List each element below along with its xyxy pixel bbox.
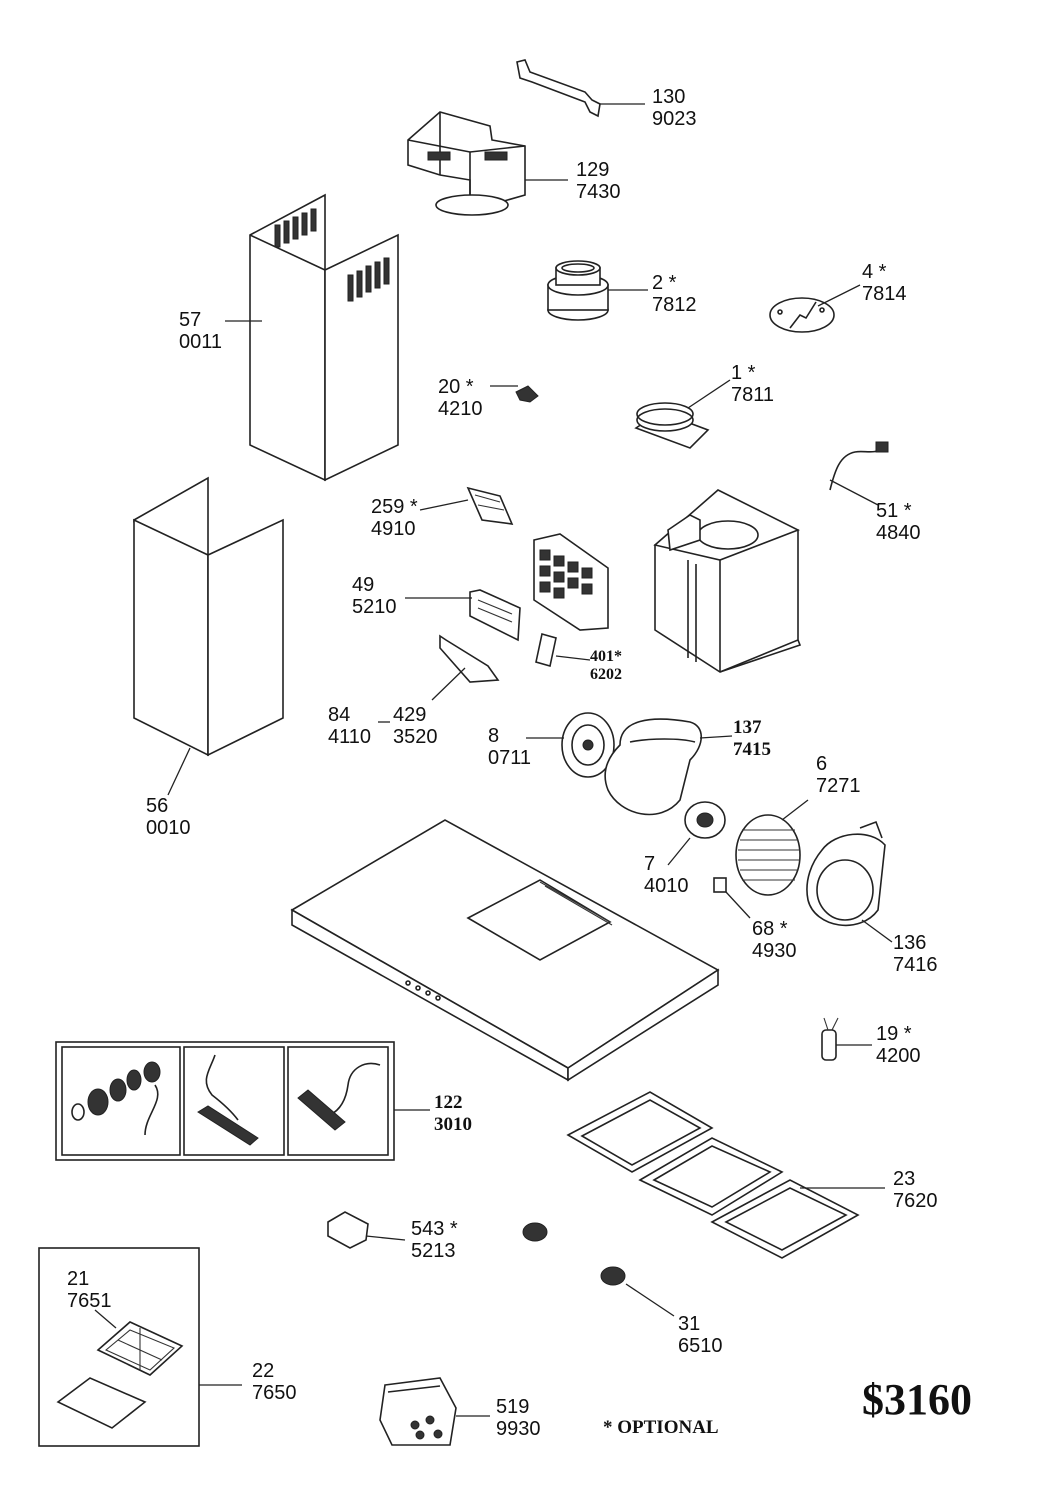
part-19-capacitor	[821, 1017, 872, 1061]
part-6-blower-wheel	[735, 799, 809, 896]
part-68-switch	[713, 877, 751, 919]
part-filter-frame	[533, 533, 609, 631]
model-code: $3160	[862, 1375, 972, 1424]
part-137-scroll-housing	[604, 718, 733, 816]
motor-housing-box	[653, 489, 802, 673]
part-7-motor	[667, 801, 726, 866]
part-22-charcoal-filter-kit	[38, 1247, 242, 1447]
part-401-control-board	[535, 632, 591, 668]
part-129-duct-adapter	[407, 111, 568, 216]
callout-1: 1 *7811	[731, 362, 775, 406]
callout-2: 2 *7812	[652, 272, 697, 316]
knob-left	[522, 1222, 548, 1242]
callout-259: 259 *4910	[371, 496, 418, 540]
callout-68: 68 *4930	[752, 918, 797, 962]
part-8-motor-plate	[526, 712, 615, 778]
callout-543: 543 *5213	[411, 1218, 458, 1262]
part-20-knob	[490, 385, 539, 403]
part-51-power-cable	[829, 441, 889, 506]
part-4-damper-plate	[769, 284, 861, 333]
part-259-electronic-module	[419, 486, 514, 525]
part-57-upper-chimney	[225, 193, 399, 482]
callout-401: 401*6202	[590, 648, 622, 683]
part-23-grease-filters	[566, 1091, 885, 1259]
callout-4: 4 *7814	[862, 261, 907, 305]
part-56-lower-chimney	[133, 476, 284, 796]
callout-51: 51 *4840	[876, 500, 921, 544]
part-122-conversion-kit	[55, 1041, 430, 1161]
part-136-fan-housing	[806, 820, 893, 943]
part-31-knob	[600, 1266, 675, 1317]
optional-note: * OPTIONAL	[603, 1417, 719, 1438]
part-429-bracket	[431, 634, 500, 701]
callout-20: 20 *4210	[438, 376, 483, 420]
part-543-terminal-block	[327, 1211, 406, 1249]
part-49-circuit-board	[405, 589, 521, 642]
part-130-mounting-bracket	[516, 59, 645, 118]
part-2-collar	[547, 260, 648, 321]
callout-19: 19 *4200	[876, 1023, 921, 1067]
part-1-flange-ring	[634, 379, 731, 449]
part-519-hardware-bag	[379, 1377, 490, 1446]
hood-canopy	[290, 819, 720, 1082]
